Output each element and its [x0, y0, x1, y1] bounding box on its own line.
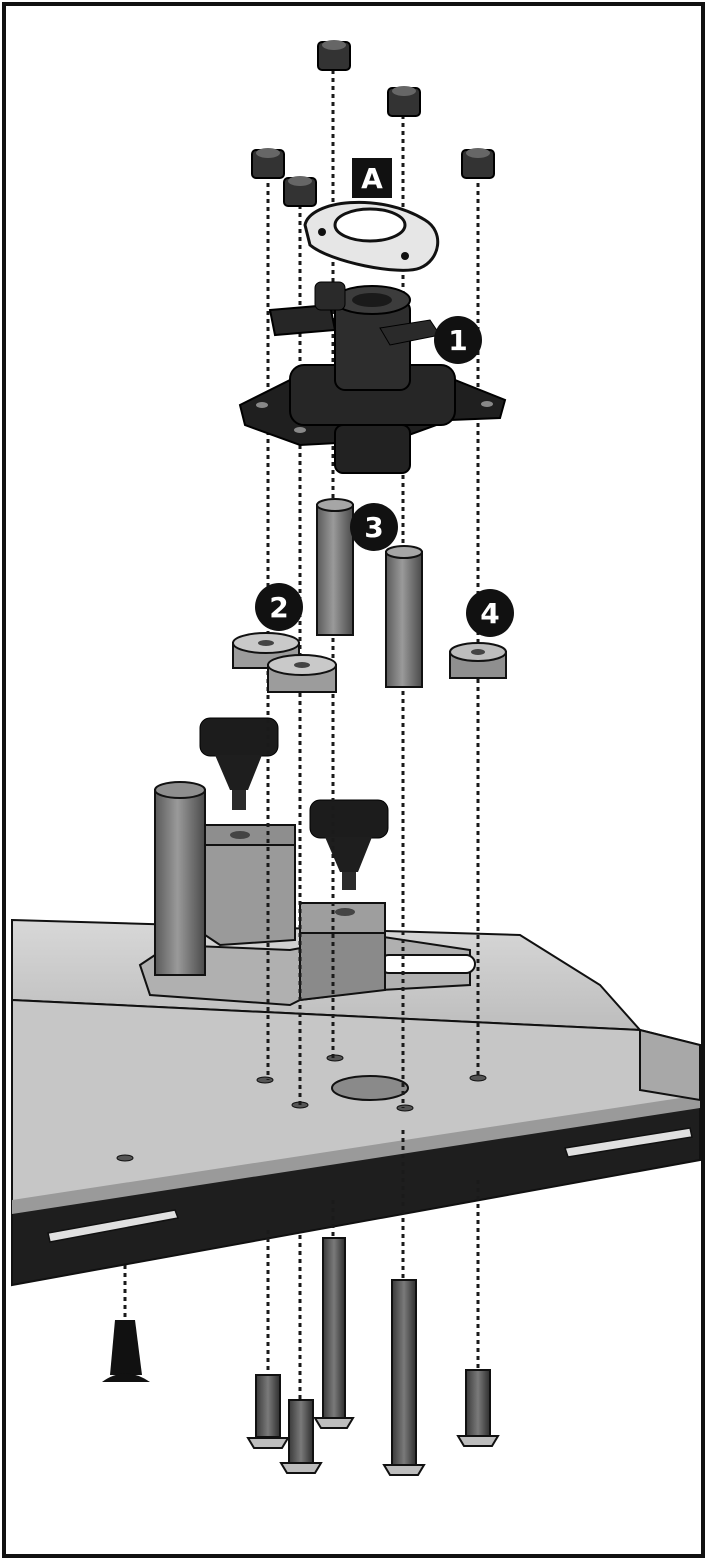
knob-left [199, 717, 279, 810]
bolt-1 [246, 1374, 290, 1449]
nut-4 [283, 176, 317, 207]
bolt-2 [279, 1399, 323, 1474]
mount-housing-part-1 [238, 281, 507, 474]
washer-4 [449, 642, 507, 679]
callout-1-circle: 1 [434, 316, 482, 364]
washer-2b [267, 654, 337, 693]
clamp-ring-part-a [303, 200, 440, 272]
callout-1-label: 1 [448, 324, 467, 357]
bolt-5 [456, 1369, 500, 1447]
mount-bracket [138, 781, 476, 1007]
nut-3 [251, 148, 285, 179]
nut-5 [461, 148, 495, 179]
center-hole [331, 1075, 409, 1101]
knob-right [309, 799, 389, 890]
nut-2 [387, 86, 421, 117]
callout-2-label: 2 [269, 591, 288, 624]
push-rivet [102, 1320, 150, 1382]
callout-3-label: 3 [364, 511, 383, 544]
callout-3-circle: 3 [350, 503, 398, 551]
callout-4-label: 4 [480, 597, 499, 630]
base-board [11, 918, 701, 1287]
nut-1 [317, 40, 351, 71]
bolt-3-long [313, 1237, 355, 1429]
callout-4-circle: 4 [466, 589, 514, 637]
callout-2-circle: 2 [255, 583, 303, 631]
callout-a-label: A [361, 162, 383, 195]
callout-a-box: A [352, 158, 392, 198]
spacer-tube-short [316, 498, 354, 636]
spacer-tube-long [385, 545, 423, 688]
bolt-4-long [382, 1279, 426, 1476]
